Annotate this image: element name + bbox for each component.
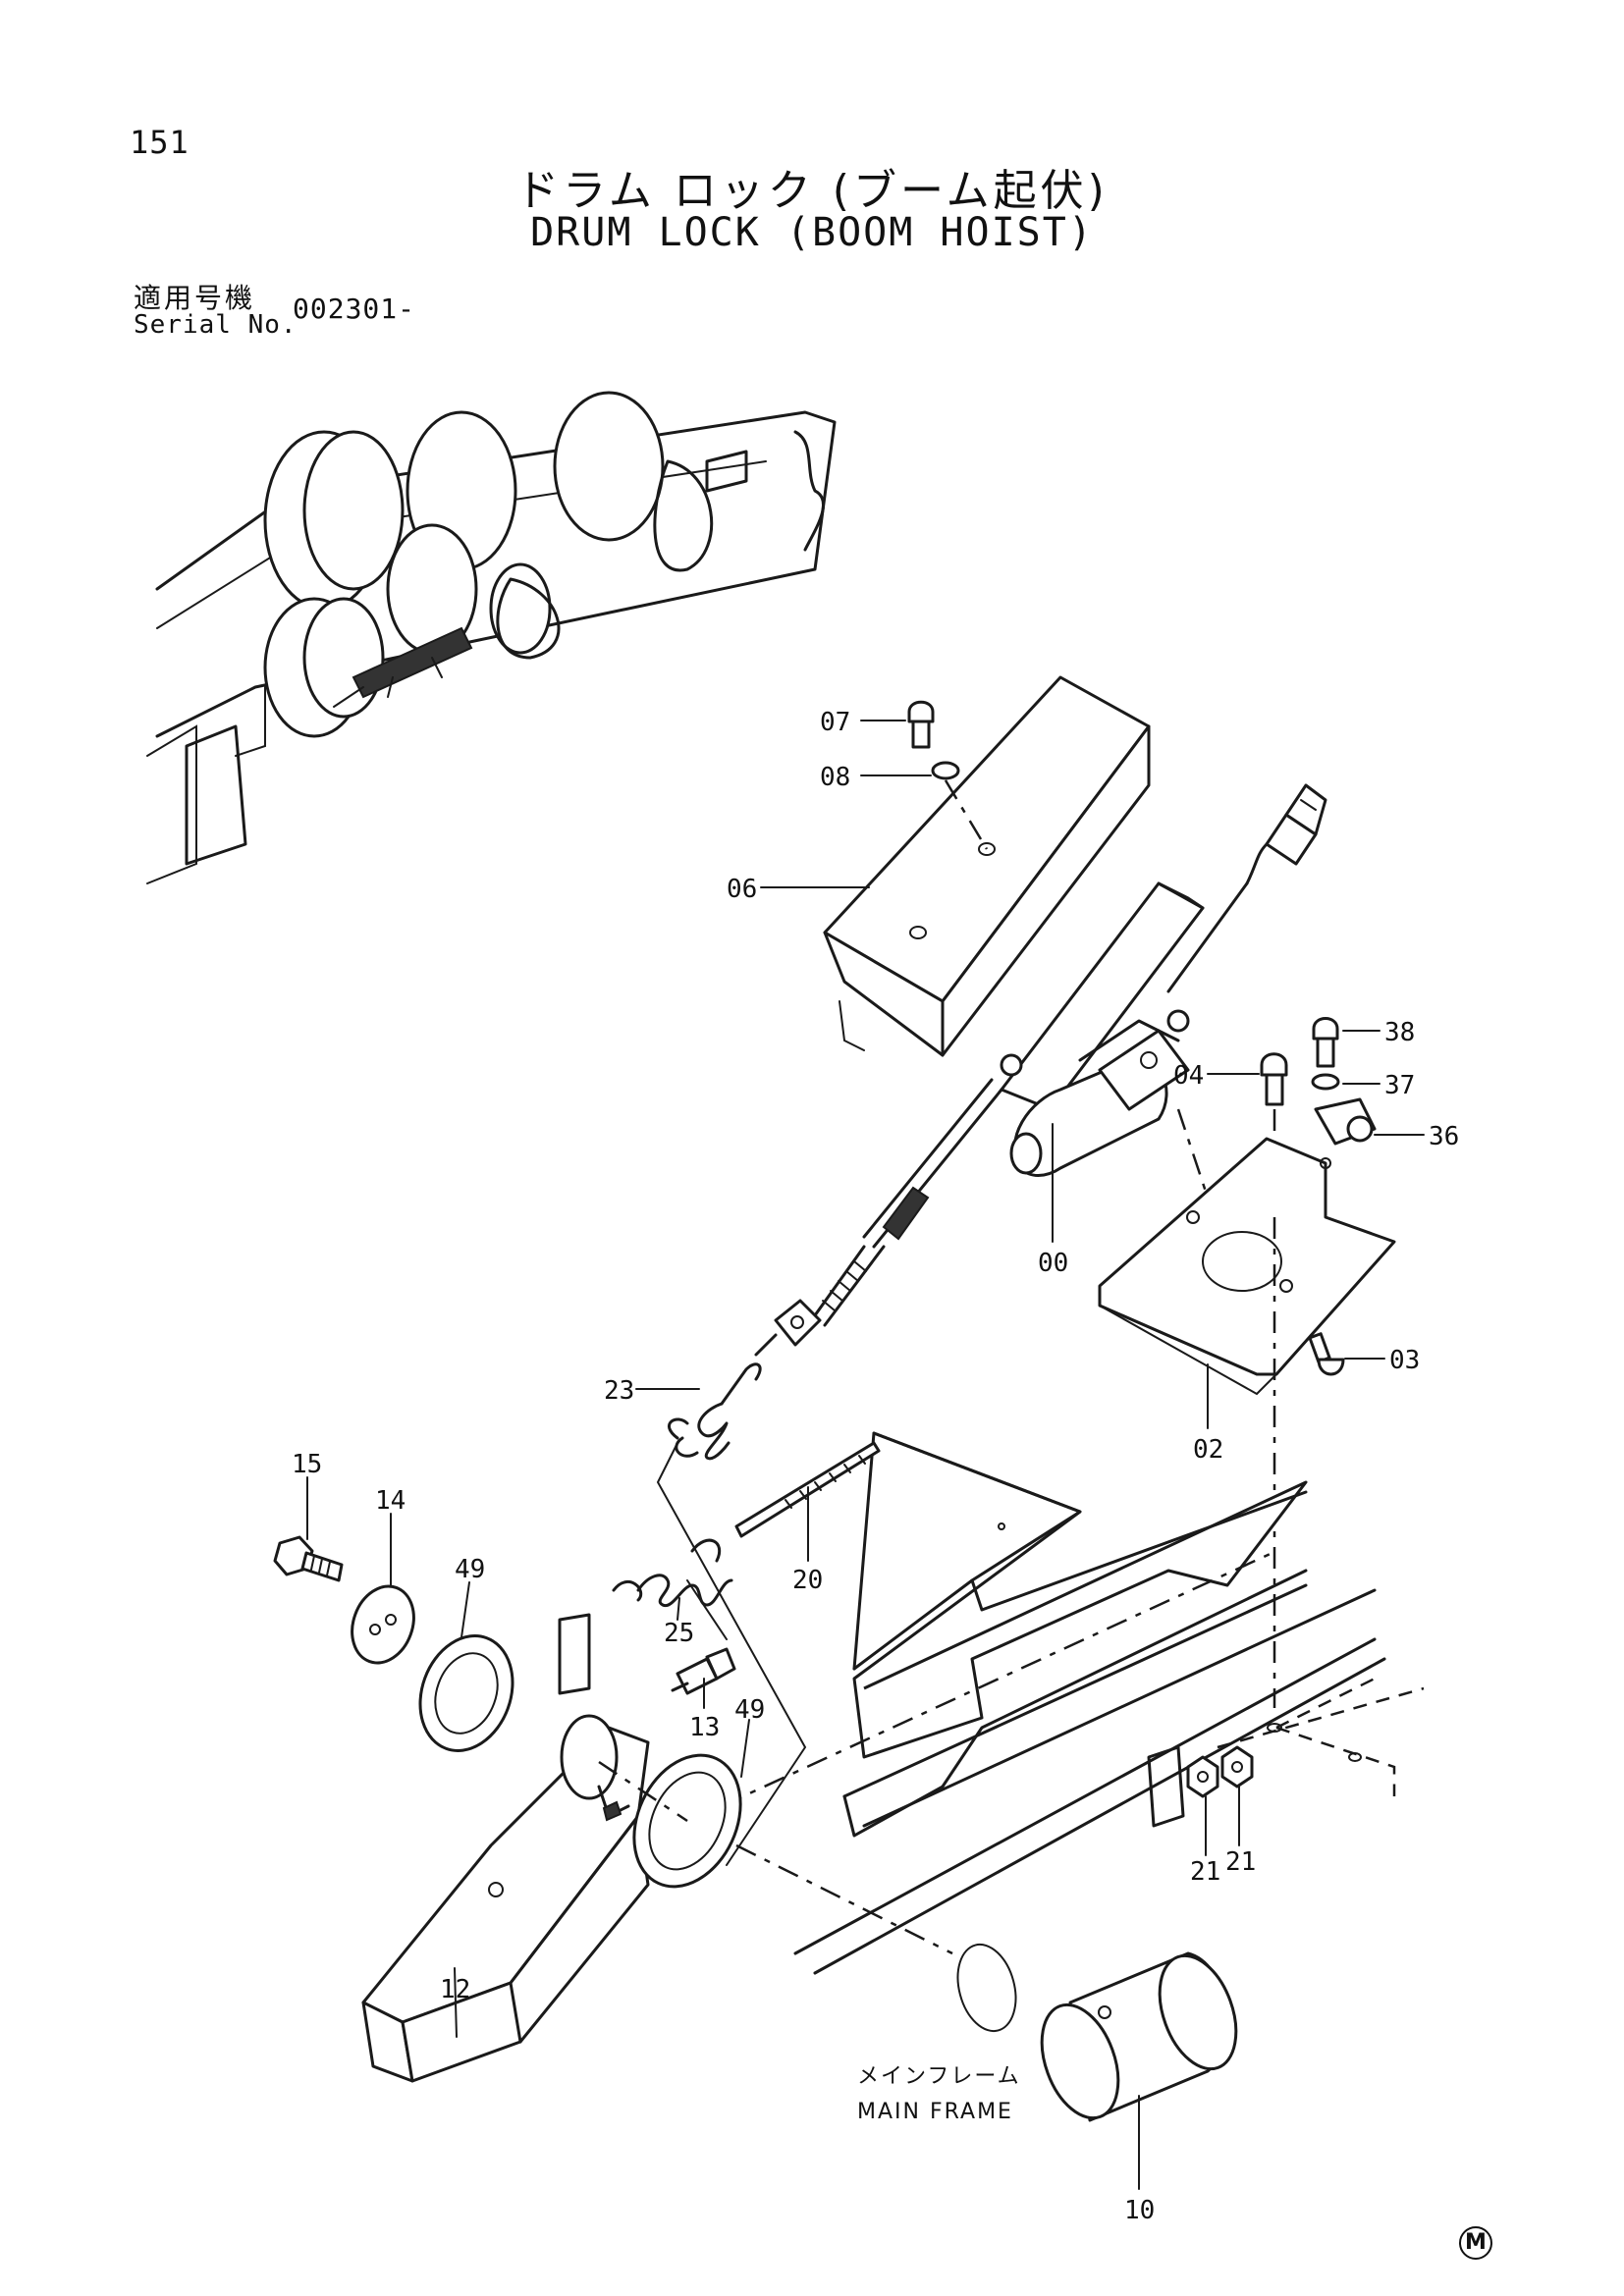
part-10-pin — [956, 1943, 1238, 2122]
page-title-japanese: ドラム ロック (ブーム起伏) — [515, 166, 1109, 216]
part-label-12: 12 — [440, 1975, 470, 2004]
part-37-washer — [1311, 1073, 1340, 1091]
part-label-14: 14 — [375, 1486, 406, 1516]
part-03-bolt — [1308, 1332, 1345, 1376]
part-38-bolt — [1312, 1017, 1339, 1068]
part-label-21-b: 21 — [1225, 1847, 1256, 1877]
part-label-49-upper: 49 — [455, 1555, 485, 1584]
serial-label-japanese: 適用号機 — [134, 282, 256, 314]
manufacturer-mark: M — [1459, 2226, 1492, 2260]
part-02-bracket-plate — [1098, 1137, 1396, 1396]
part-label-08: 08 — [820, 763, 850, 792]
part-06-cover — [823, 675, 1151, 1057]
part-label-25: 25 — [664, 1619, 694, 1648]
page-title-english: DRUM LOCK (BOOM HOIST) — [530, 210, 1094, 255]
part-label-04: 04 — [1173, 1061, 1204, 1091]
part-23-spring — [668, 1362, 762, 1461]
part-13-grease-fitting — [671, 1647, 736, 1695]
part-36-clamp — [1314, 1097, 1377, 1146]
part-label-07: 07 — [820, 708, 850, 737]
part-25-spring — [612, 1538, 733, 1608]
part-label-10: 10 — [1124, 2196, 1155, 2225]
overview-inset-drawing — [146, 391, 837, 884]
part-label-00: 00 — [1038, 1249, 1068, 1278]
main-frame-structure — [721, 1431, 1425, 1975]
main-frame-label-japanese: メインフレーム — [857, 2064, 1021, 2089]
part-21-nut-a — [1186, 1755, 1219, 1798]
part-label-23: 23 — [604, 1376, 634, 1406]
part-04-bolt — [1260, 1052, 1288, 1106]
part-label-13: 13 — [689, 1713, 720, 1742]
main-frame-label-english: MAIN FRAME — [857, 2100, 1013, 2124]
page-number: 151 — [130, 124, 189, 161]
serial-label-english: Serial No. — [134, 310, 298, 340]
part-14-plate — [351, 1584, 415, 1665]
part-07-bolt — [907, 700, 935, 749]
part-label-15: 15 — [292, 1450, 322, 1479]
serial-number-value: 002301- — [293, 293, 416, 325]
part-49-washer-upper — [418, 1634, 514, 1752]
leader-lines — [306, 720, 1425, 2190]
part-label-06: 06 — [727, 875, 757, 904]
part-label-36: 36 — [1429, 1122, 1459, 1151]
part-label-38: 38 — [1384, 1018, 1415, 1047]
part-label-03: 03 — [1389, 1346, 1420, 1375]
part-00-cable-connector — [1166, 783, 1327, 993]
part-label-02: 02 — [1193, 1435, 1223, 1465]
part-15-bolt — [273, 1535, 344, 1582]
part-label-49-lower: 49 — [734, 1695, 765, 1725]
part-08-washer — [931, 761, 960, 780]
part-21-nut-b — [1220, 1745, 1254, 1789]
part-label-20: 20 — [792, 1566, 823, 1595]
part-12-lever-bracket — [361, 1613, 650, 2083]
part-label-37: 37 — [1384, 1071, 1415, 1100]
part-00-cable-rod — [754, 1078, 1003, 1357]
part-label-21-a: 21 — [1190, 1857, 1220, 1887]
